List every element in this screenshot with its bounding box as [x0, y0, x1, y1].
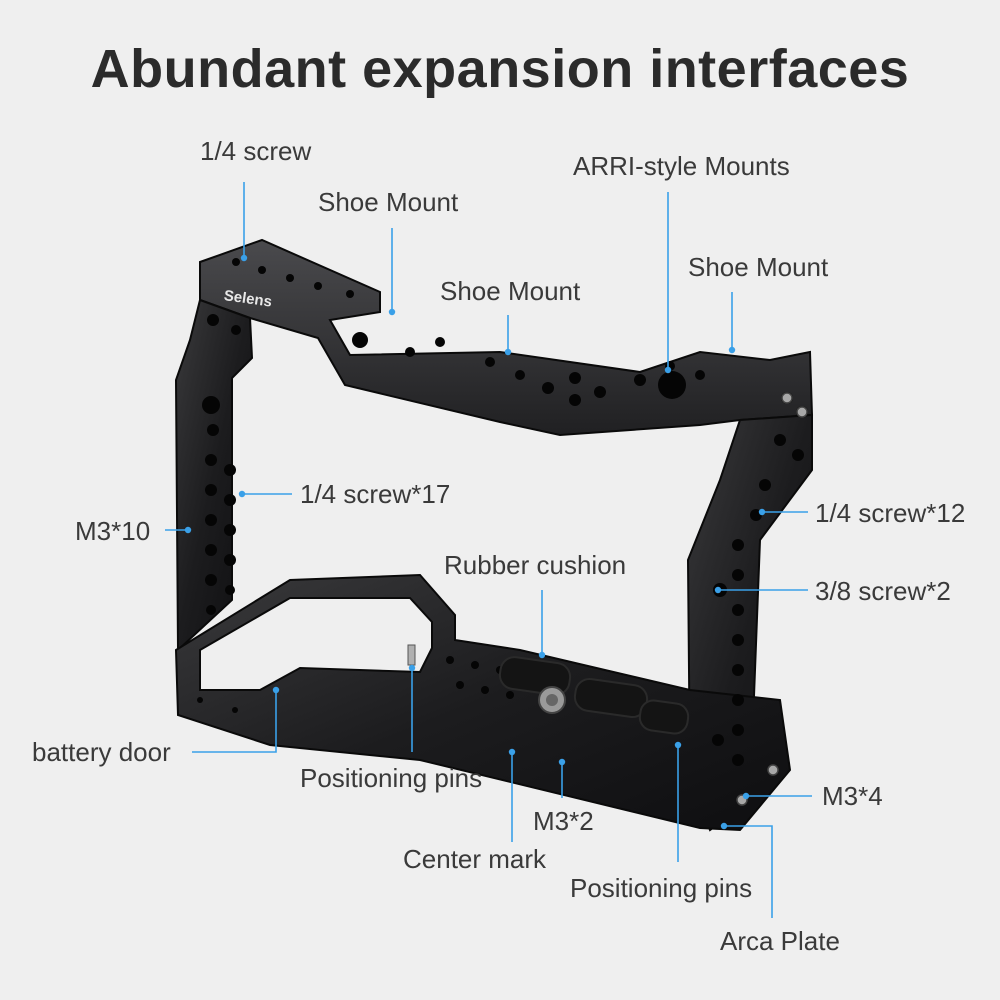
page-title: Abundant expansion interfaces	[90, 39, 910, 99]
label-screw-12: 1/4 screw*12	[815, 498, 966, 528]
label-battery-door: battery door	[32, 737, 171, 767]
label-shoe-mount-left: Shoe Mount	[318, 187, 459, 217]
label-shoe-mount-center: Shoe Mount	[440, 276, 581, 306]
label-screw-top: 1/4 screw	[200, 136, 312, 166]
cage-left-bar	[174, 298, 254, 653]
label-screw-38: 3/8 screw*2	[815, 576, 951, 606]
label-screw-17: 1/4 screw*17	[300, 479, 451, 509]
top-bar-holes	[232, 258, 705, 406]
label-rubber-cushion: Rubber cushion	[444, 550, 627, 580]
label-m3-10: M3*10	[75, 516, 151, 546]
label-arri-mounts: ARRI-style Mounts	[573, 151, 790, 181]
label-positioning-pins-right: Positioning pins	[570, 873, 753, 903]
left-bar-holes	[202, 314, 241, 615]
battery-door-opening	[199, 597, 433, 691]
callout-dots	[184, 254, 766, 830]
label-center-mark: Center mark	[403, 844, 547, 874]
label-shoe-mount-right: Shoe Mount	[688, 252, 829, 282]
label-arca-plate: Arca Plate	[720, 926, 840, 956]
base-plate-holes	[197, 656, 514, 713]
label-positioning-pins-left: Positioning pins	[300, 763, 483, 793]
rubber-cushions	[498, 656, 690, 735]
label-m3-4: M3*4	[822, 781, 883, 811]
label-m3-2: M3*2	[533, 806, 594, 836]
